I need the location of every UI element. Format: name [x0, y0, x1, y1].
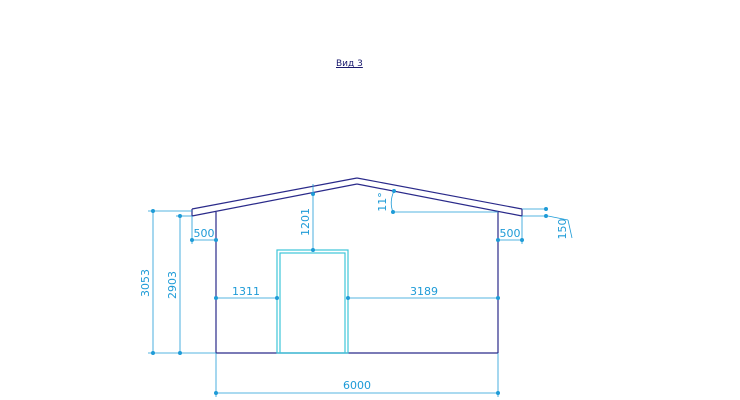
dim-left-overhang: 500	[194, 227, 215, 240]
roof-right-bottom	[356, 183, 523, 217]
dim-right-overhang: 500	[500, 227, 521, 240]
building-outline	[191, 177, 523, 354]
dim-left-to-door: 1311	[232, 285, 260, 298]
dim-roof-pitch: 11°	[376, 192, 389, 212]
roof-right-top	[356, 177, 523, 210]
roof-left-bottom	[191, 183, 358, 217]
dim-above-door: 1201	[299, 208, 312, 236]
dim-door-to-right: 3189	[410, 285, 438, 298]
door	[276, 249, 349, 354]
dim-total-height: 3053	[139, 269, 152, 297]
dim-wall-height: 2903	[166, 271, 179, 299]
roof-left-top	[191, 177, 358, 210]
dimension-lines	[148, 184, 573, 397]
dim-fascia: 150	[556, 219, 569, 240]
dim-total-width: 6000	[343, 379, 371, 392]
view-title: Вид 3	[336, 59, 363, 69]
